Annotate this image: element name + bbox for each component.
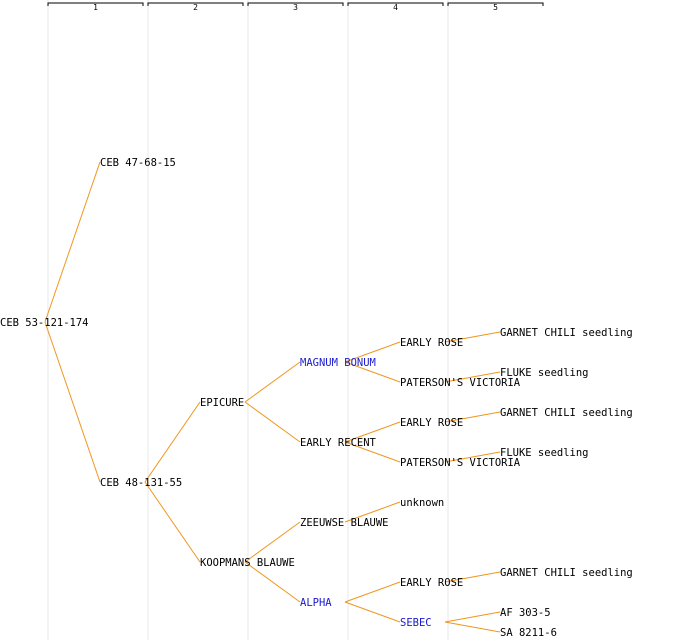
pedigree-node: ZEEUWSE BLAUWE — [300, 517, 389, 529]
pedigree-edge — [444, 621, 501, 633]
pedigree-edge — [44, 321, 101, 483]
pedigree-edge — [344, 421, 401, 443]
pedigree-node: CEB 47-68-15 — [100, 157, 176, 169]
pedigree-node: FLUKE seedling — [500, 447, 589, 459]
pedigree-node: EPICURE — [200, 397, 244, 409]
pedigree-edge — [344, 581, 401, 603]
pedigree-edge — [244, 401, 301, 443]
pedigree-node: CEB 48-131-55 — [100, 477, 182, 489]
pedigree-node: unknown — [400, 497, 444, 509]
pedigree-node: GARNET CHILI seedling — [500, 567, 633, 579]
pedigree-node: FLUKE seedling — [500, 367, 589, 379]
pedigree-node: EARLY ROSE — [400, 417, 463, 429]
pedigree-node-link[interactable]: SEBEC — [400, 617, 432, 629]
pedigree-node-link[interactable]: MAGNUM BONUM — [300, 357, 376, 369]
pedigree-edge — [444, 611, 501, 623]
pedigree-edge — [444, 571, 501, 583]
pedigree-node-link[interactable]: ALPHA — [300, 597, 332, 609]
generation-number: 4 — [393, 3, 398, 12]
pedigree-node: PATERSON'S VICTORIA — [400, 457, 521, 469]
generation-bracket — [447, 2, 544, 6]
pedigree-edge — [444, 371, 501, 383]
pedigree-edge — [244, 521, 301, 563]
pedigree-node: SA 8211-6 — [500, 627, 557, 639]
pedigree-edge — [344, 501, 401, 523]
pedigree-edge — [444, 411, 501, 423]
pedigree-edge — [344, 601, 401, 623]
generation-number: 5 — [493, 3, 498, 12]
pedigree-edge — [244, 561, 301, 603]
pedigree-edge — [144, 481, 201, 563]
generation-bracket — [147, 2, 244, 6]
pedigree-edge — [44, 161, 101, 323]
pedigree-node: EARLY ROSE — [400, 337, 463, 349]
pedigree-edge — [444, 451, 501, 463]
pedigree-node: KOOPMANS BLAUWE — [200, 557, 295, 569]
generation-number: 2 — [193, 3, 198, 12]
generation-header: 1 2 3 4 5 — [47, 0, 544, 640]
pedigree-node: GARNET CHILI seedling — [500, 407, 633, 419]
generation-bracket — [347, 2, 444, 6]
pedigree-edge — [344, 441, 401, 463]
pedigree-node: EARLY ROSE — [400, 577, 463, 589]
generation-bracket — [247, 2, 344, 6]
generation-bracket — [47, 2, 144, 6]
pedigree-node: PATERSON'S VICTORIA — [400, 377, 521, 389]
pedigree-node: GARNET CHILI seedling — [500, 327, 633, 339]
pedigree-edge — [444, 331, 501, 343]
pedigree-edge — [344, 341, 401, 363]
generation-number: 3 — [293, 3, 298, 12]
pedigree-edge — [344, 361, 401, 383]
pedigree-node: CEB 53-121-174 — [0, 317, 89, 329]
pedigree-edges — [44, 161, 501, 633]
pedigree-node: EARLY RECENT — [300, 437, 377, 449]
pedigree-edge — [244, 361, 301, 403]
generation-number: 1 — [93, 3, 98, 12]
pedigree-node: AF 303-5 — [500, 607, 551, 619]
pedigree-edge — [144, 401, 201, 483]
